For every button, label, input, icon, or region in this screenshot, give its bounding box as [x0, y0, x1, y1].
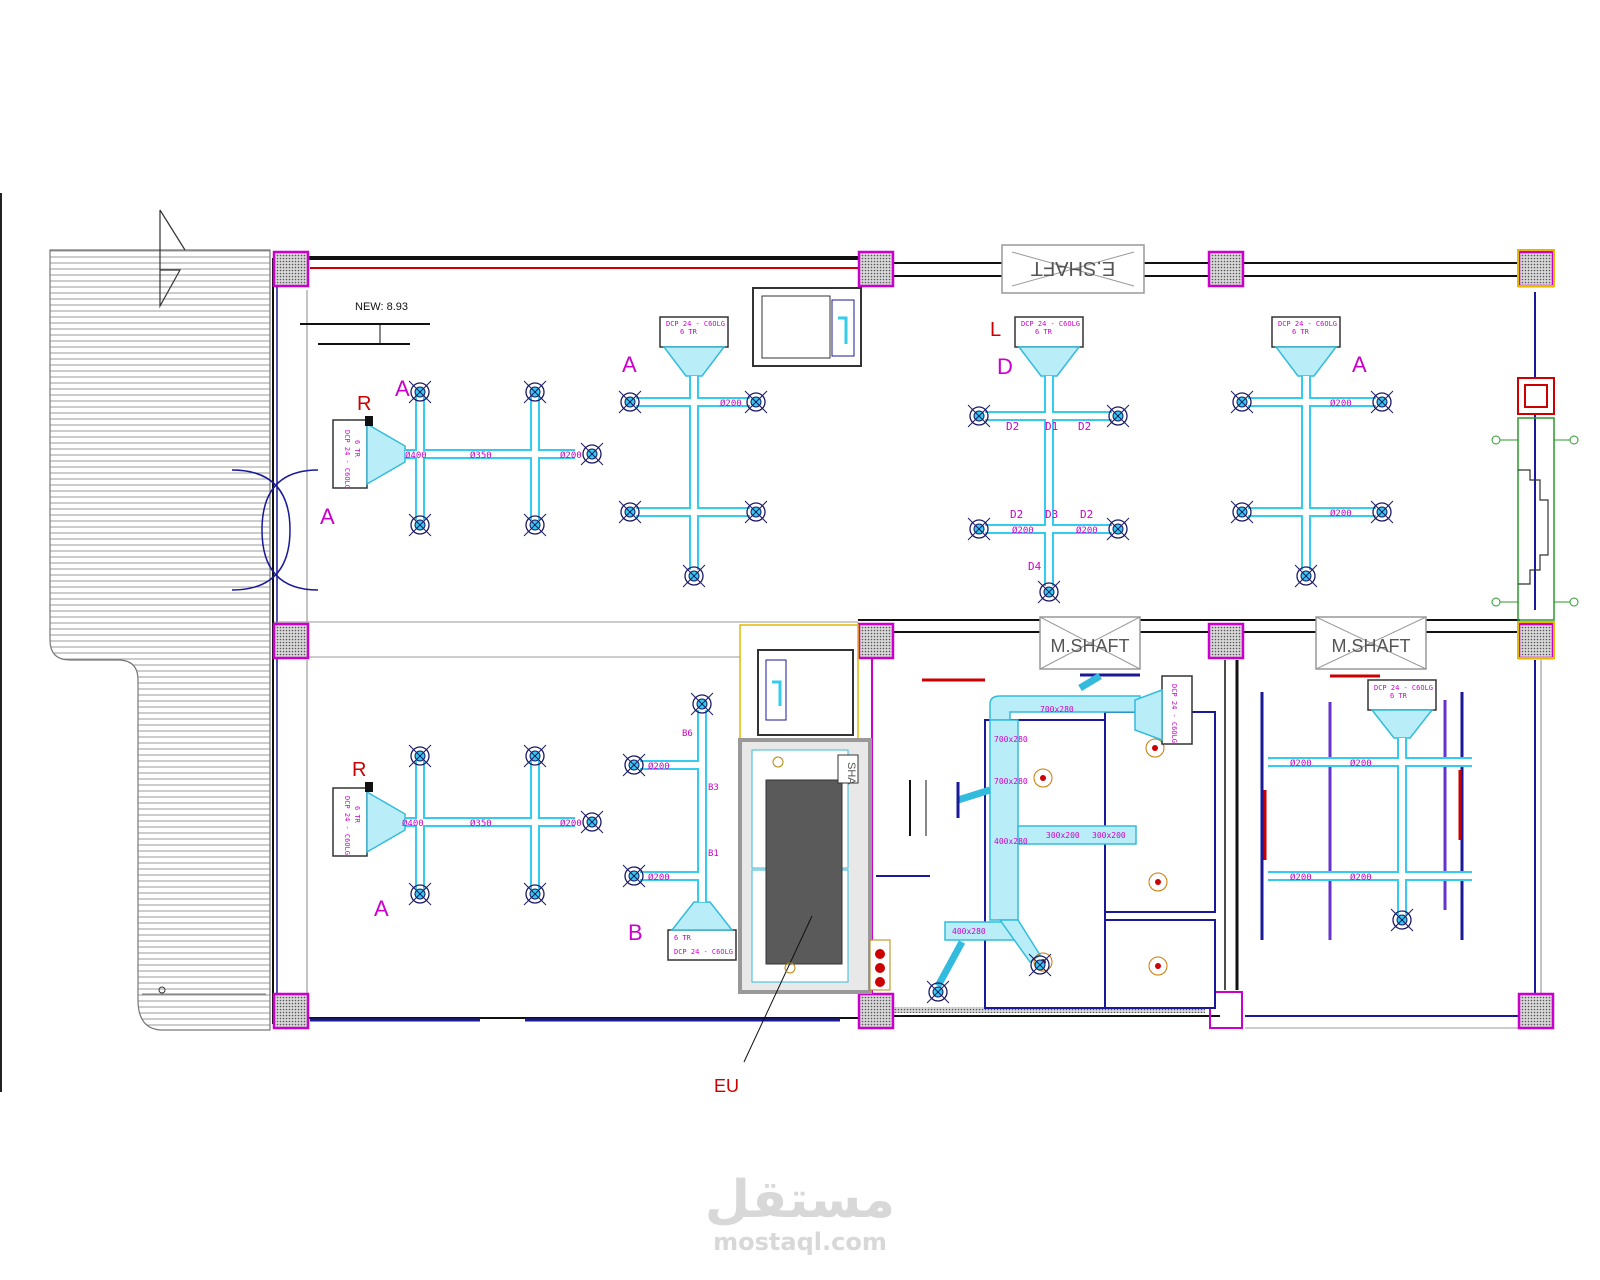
unit-label: 6 TR	[353, 440, 361, 458]
duct-size-label: Ø350	[470, 818, 492, 829]
unit-label: DCP 24 - C6OLG	[1170, 684, 1178, 743]
duct-size-label: 300x200	[1046, 831, 1080, 840]
unit-label: 6 TR	[353, 806, 361, 824]
staircase	[1491, 377, 1579, 621]
new-level-note: NEW: 8.93	[300, 301, 430, 345]
terrace-hatched	[49, 249, 271, 1031]
unit-label: 6 TR	[674, 934, 692, 942]
unit-label: 6 TR	[1292, 328, 1310, 336]
lift-core-lower: SHA	[738, 624, 891, 1063]
diffuser-tag: D2	[1006, 420, 1019, 433]
duct-size-label: 700x280	[1040, 705, 1074, 714]
duct-size-label: Ø200	[1350, 872, 1372, 883]
watermark-arabic: مستقل	[704, 1170, 896, 1230]
duct-size-label: Ø200	[1290, 872, 1312, 883]
unit-label: DCP 24 - C6OLG	[343, 796, 351, 855]
zone-letter-a: A	[395, 376, 410, 401]
diffuser-tag: D2	[1010, 508, 1023, 521]
unit-label: DCP 24 - C6OLG	[1374, 684, 1433, 692]
m-shaft-1-label: M.SHAFT	[1051, 636, 1130, 656]
diffuser-tag: D4	[1028, 560, 1042, 573]
break-line	[159, 209, 186, 309]
duct-size-label: 400x280	[952, 927, 986, 936]
diffuser-tag: D2	[1080, 508, 1093, 521]
duct-size-label: 400x280	[994, 837, 1028, 846]
duct-size-label: Ø200	[1290, 758, 1312, 769]
zone-letter-eu: EU	[714, 1076, 739, 1096]
duct-size-label: Ø200	[560, 818, 582, 829]
duct-size-label: Ø400	[402, 818, 424, 829]
m-shaft-2: M.SHAFT	[1315, 616, 1427, 670]
watermark-english: mostaql.com	[713, 1228, 887, 1256]
duct-size-label: Ø200	[560, 450, 582, 461]
zone-letter-a: A	[1352, 352, 1367, 377]
duct-system-lower-middle: 700x280 700x280 700x280 400x280 300x200 …	[876, 672, 1216, 1009]
duct-system-upper-right: DCP 24 - C6OLG 6 TR Ø200 Ø200	[1230, 316, 1394, 588]
duct-size-label: Ø200	[1012, 525, 1034, 536]
unit-label: DCP 24 - C6OLG	[343, 430, 351, 489]
duct-system-lower-right: DCP 24 - C6OLG 6 TR Ø200 Ø200 Ø200 Ø200	[1260, 674, 1472, 940]
new-level-text: NEW: 8.93	[355, 301, 408, 313]
duct-size-label: Ø200	[1330, 508, 1352, 519]
zone-letter-r: R	[352, 759, 366, 781]
duct-size-label: Ø200	[720, 398, 742, 409]
unit-label: 6 TR	[680, 328, 698, 336]
duct-size-label: Ø200	[648, 761, 670, 772]
duct-size-label: 700x280	[994, 735, 1028, 744]
shaft-tag: SHA	[845, 762, 857, 785]
duct-size-label: 300x200	[1092, 831, 1126, 840]
unit-label: 6 TR	[1035, 328, 1053, 336]
duct-system-upper-left: DCP 24 - C6OLG 6 TR Ø400 Ø350 Ø200	[332, 380, 604, 537]
m-shaft-1: M.SHAFT	[1039, 616, 1141, 670]
m-shaft-2-label: M.SHAFT	[1332, 636, 1411, 656]
e-shaft: E.SHAFT	[1001, 244, 1145, 294]
diffuser-tag: D3	[1045, 508, 1058, 521]
watermark: مستقل mostaql.com	[0, 1172, 1600, 1256]
diffuser-tag: D2	[1078, 420, 1091, 433]
zone-letter-b: B	[628, 920, 643, 945]
unit-label: 6 TR	[1390, 692, 1408, 700]
zone-letter-a: A	[320, 504, 335, 529]
duct-size-label: Ø200	[1330, 398, 1352, 409]
duct-system-upper-center: DCP 24 - C6OLG 6 TR Ø200	[618, 316, 768, 588]
duct-size-label: Ø200	[1350, 758, 1372, 769]
diffuser-tag: B1	[708, 849, 719, 859]
double-door	[231, 469, 319, 591]
lift-core-top	[752, 287, 862, 367]
duct-size-label: Ø200	[1076, 525, 1098, 536]
unit-label: DCP 24 - C6OLG	[1021, 320, 1080, 328]
zone-letter-l: L	[990, 319, 1001, 341]
zone-letter-r: R	[357, 393, 371, 415]
duct-size-label: Ø350	[470, 450, 492, 461]
unit-label: DCP 24 - C6OLG	[666, 320, 725, 328]
unit-label: DCP 24 - C6OLG	[1278, 320, 1337, 328]
unit-label: DCP 24 - C6OLG	[674, 948, 733, 956]
duct-size-label: Ø200	[648, 872, 670, 883]
zone-letter-d: D	[997, 354, 1013, 379]
diffuser-tag: B6	[682, 729, 693, 739]
zone-letter-a: A	[374, 896, 389, 921]
duct-size-label: 700x280	[994, 777, 1028, 786]
zone-letter-a: A	[622, 352, 637, 377]
diffuser-tag: B3	[708, 783, 719, 793]
diffuser-tag: D1	[1045, 420, 1058, 433]
e-shaft-label: E.SHAFT	[1031, 257, 1115, 279]
duct-system-lower-left: DCP 24 - C6OLG 6 TR Ø400 Ø350 Ø200	[332, 744, 604, 906]
duct-size-label: Ø400	[405, 450, 427, 461]
duct-system-d: DCP 24 - C6OLG 6 TR D1 D2 D2 D3 D2 D2 D4…	[967, 316, 1130, 604]
duct-system-b: 6 TR DCP 24 - C6OLG B6 B3 B1 Ø200 Ø200	[622, 692, 737, 961]
